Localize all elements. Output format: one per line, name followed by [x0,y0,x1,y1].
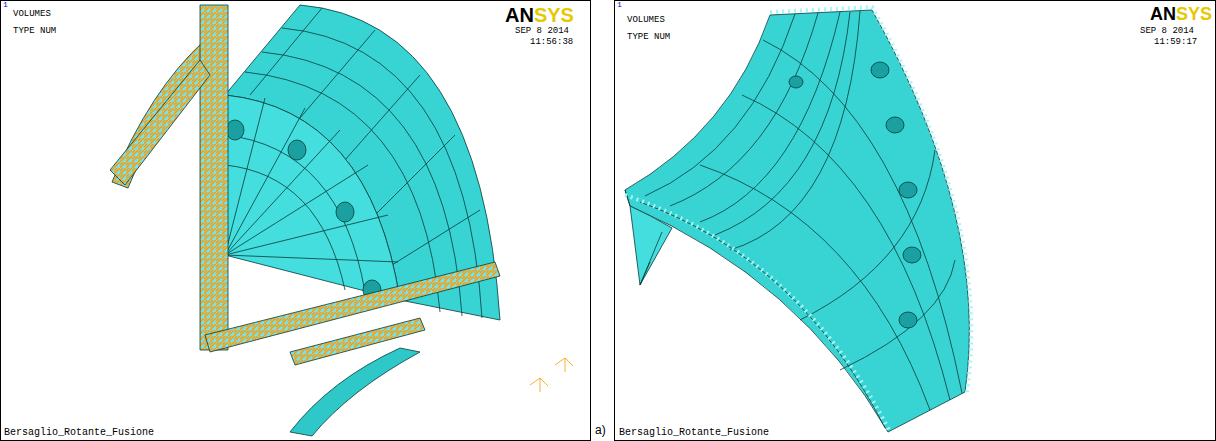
plot-time: 11:59:17 [1154,38,1197,47]
logo-text: SYS [534,5,574,25]
logo-text: SYS [1176,5,1212,23]
plot-number: 1 [3,1,8,9]
model-name: Bersaglio_Rotante_Fusione [4,428,154,438]
model-name: Bersaglio_Rotante_Fusione [619,428,769,438]
plot-heading: VOLUMES [627,16,665,25]
plot-heading: TYPE NUM [627,33,670,42]
panel-frame [1,1,591,441]
panel-tag: a) [595,424,606,436]
panel-frame [615,1,1216,441]
logo-text: AN [505,5,534,25]
plot-date: SEP 8 2014 [1140,27,1194,36]
plot-number: 1 [617,1,622,9]
left-model [110,5,573,436]
plot-heading: VOLUMES [13,10,51,19]
logo-text: AN [1150,5,1176,23]
right-model [625,7,971,432]
plot-time: 11:56:38 [530,38,573,47]
plot-heading: TYPE NUM [13,27,56,36]
plot-date: SEP 8 2014 [515,27,569,36]
